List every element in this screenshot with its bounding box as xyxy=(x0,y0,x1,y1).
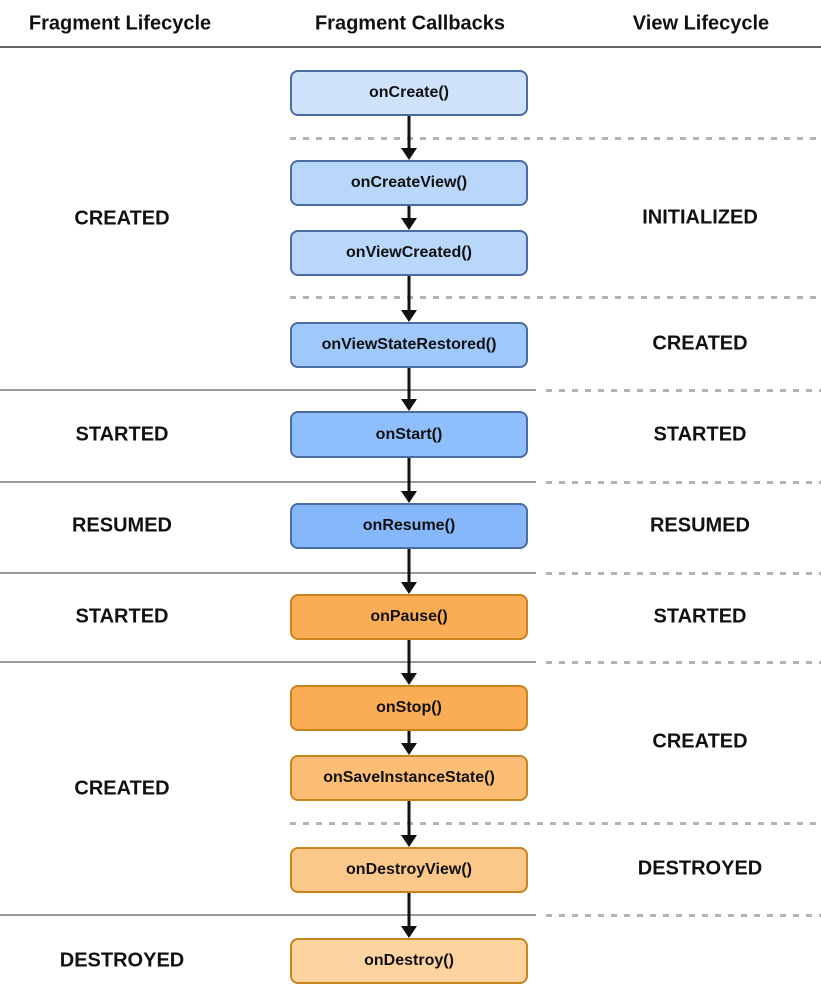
callback-box-onCreateView: onCreateView() xyxy=(290,160,528,206)
flow-arrow xyxy=(401,458,417,503)
flow-arrow-shaft xyxy=(407,640,411,676)
fragment-section-divider-line xyxy=(0,572,536,574)
column-header-fragment-lifecycle: Fragment Lifecycle xyxy=(28,12,212,35)
callback-box-onViewCreated: onViewCreated() xyxy=(290,230,528,276)
fragment-state-label: STARTED xyxy=(75,605,169,628)
callback-box-onDestroyView: onDestroyView() xyxy=(290,847,528,893)
view-section-divider-line xyxy=(546,572,821,575)
flow-arrow xyxy=(401,116,417,160)
view-state-label: DESTROYED xyxy=(637,857,763,880)
arrowhead-icon xyxy=(401,835,417,847)
arrowhead-icon xyxy=(401,491,417,503)
callback-box-onCreate: onCreate() xyxy=(290,70,528,116)
flow-arrow-shaft xyxy=(407,731,411,746)
view-state-label: STARTED xyxy=(653,423,747,446)
view-section-divider-line xyxy=(290,137,821,140)
column-header-fragment-callbacks: Fragment Callbacks xyxy=(314,12,506,35)
view-section-divider-line xyxy=(546,481,821,484)
fragment-section-divider-line xyxy=(0,481,536,483)
arrowhead-icon xyxy=(401,673,417,685)
arrowhead-icon xyxy=(401,148,417,160)
flow-arrow-shaft xyxy=(407,893,411,929)
view-state-label: STARTED xyxy=(653,605,747,628)
fragment-state-label: RESUMED xyxy=(71,514,173,537)
column-header-view-lifecycle: View Lifecycle xyxy=(632,12,770,35)
view-section-divider-line xyxy=(290,822,821,825)
flow-arrow xyxy=(401,801,417,847)
arrowhead-icon xyxy=(401,743,417,755)
flow-arrow xyxy=(401,893,417,938)
flow-arrow-shaft xyxy=(407,458,411,494)
flow-arrow-shaft xyxy=(407,206,411,221)
flow-arrow xyxy=(401,206,417,230)
fragment-section-divider-line xyxy=(0,389,536,391)
callback-box-onStop: onStop() xyxy=(290,685,528,731)
flow-arrow-shaft xyxy=(407,801,411,838)
flow-arrow-shaft xyxy=(407,116,411,151)
flow-arrow-shaft xyxy=(407,276,411,313)
view-section-divider-line xyxy=(546,389,821,392)
header-divider-line xyxy=(0,46,821,48)
callback-box-onViewStateRestored: onViewStateRestored() xyxy=(290,322,528,368)
view-state-label: INITIALIZED xyxy=(642,206,758,229)
flow-arrow xyxy=(401,368,417,411)
arrowhead-icon xyxy=(401,399,417,411)
callback-box-onSaveInstanceState: onSaveInstanceState() xyxy=(290,755,528,801)
flow-arrow xyxy=(401,731,417,755)
view-state-label: RESUMED xyxy=(649,514,751,537)
fragment-state-label: STARTED xyxy=(75,423,169,446)
arrowhead-icon xyxy=(401,218,417,230)
fragment-state-label: CREATED xyxy=(74,207,170,230)
fragment-state-label: CREATED xyxy=(74,777,170,800)
view-section-divider-line xyxy=(290,296,821,299)
fragment-state-label: DESTROYED xyxy=(59,949,185,972)
fragment-section-divider-line xyxy=(0,661,536,663)
callback-box-onResume: onResume() xyxy=(290,503,528,549)
flow-arrow xyxy=(401,549,417,594)
arrowhead-icon xyxy=(401,582,417,594)
flow-arrow-shaft xyxy=(407,549,411,585)
view-section-divider-line xyxy=(546,661,821,664)
arrowhead-icon xyxy=(401,310,417,322)
view-state-label: CREATED xyxy=(652,730,748,753)
flow-arrow-shaft xyxy=(407,368,411,402)
callback-box-onStart: onStart() xyxy=(290,411,528,458)
view-section-divider-line xyxy=(546,914,821,917)
flow-arrow xyxy=(401,640,417,685)
callback-box-onPause: onPause() xyxy=(290,594,528,640)
arrowhead-icon xyxy=(401,926,417,938)
view-state-label: CREATED xyxy=(652,332,748,355)
flow-arrow xyxy=(401,276,417,322)
fragment-section-divider-line xyxy=(0,914,536,916)
callback-box-onDestroy: onDestroy() xyxy=(290,938,528,984)
